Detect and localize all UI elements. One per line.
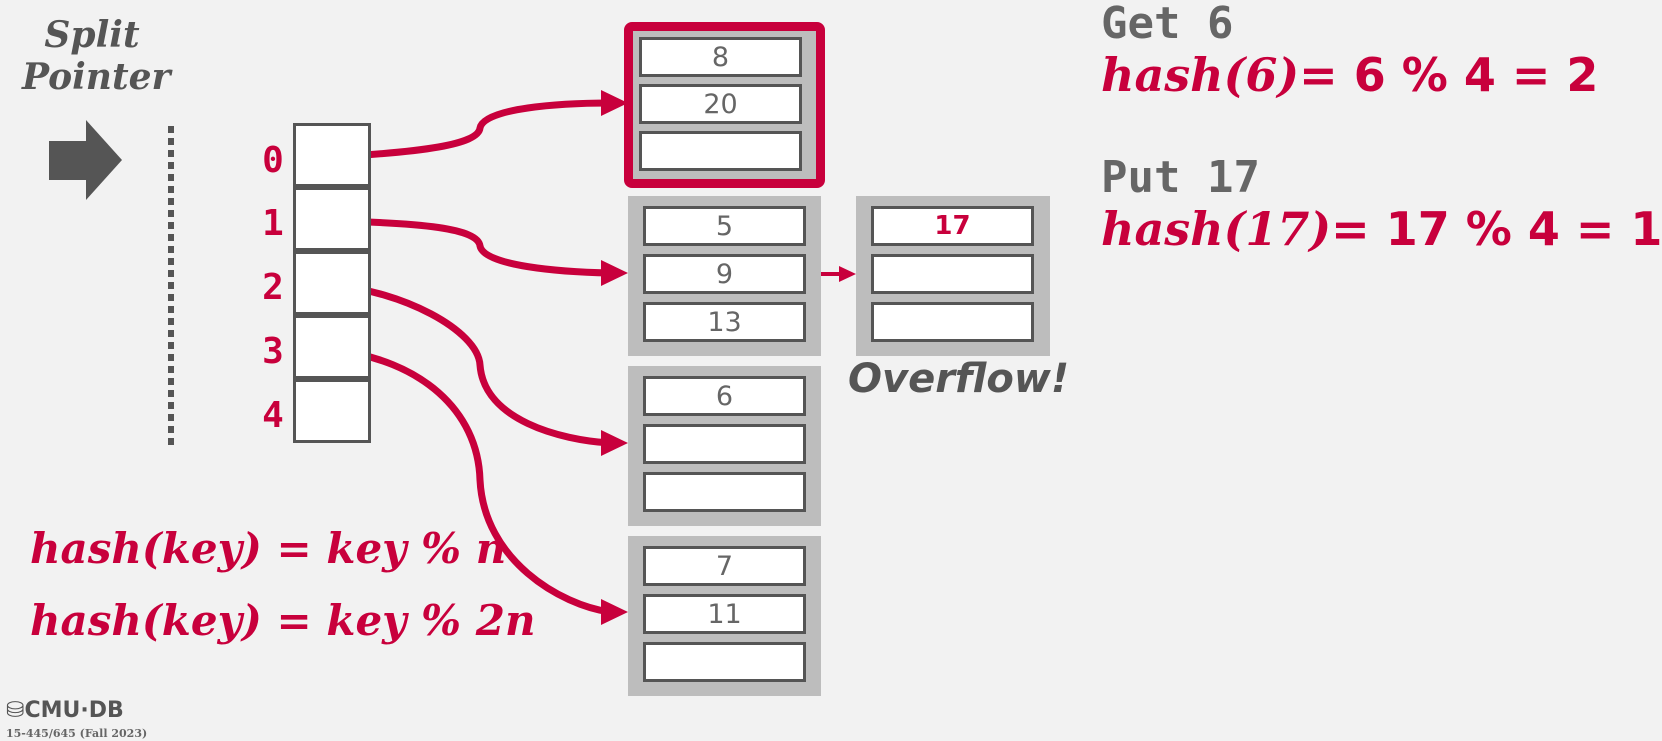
footer-logo-text: CMU·DB bbox=[24, 698, 124, 723]
pointer-1-curve bbox=[333, 217, 611, 277]
pointer-3-arrowhead bbox=[601, 599, 628, 625]
operation-1-title: Put 17 bbox=[1101, 152, 1260, 203]
formula-2n: hash(key) = key % 2n bbox=[30, 596, 536, 645]
directory-index-2: 2 bbox=[262, 267, 284, 308]
pointer-2-arrowhead bbox=[601, 430, 628, 456]
overflow-slot-2 bbox=[871, 302, 1034, 342]
directory-slot-4 bbox=[293, 379, 371, 443]
overflow-label: Overflow! bbox=[848, 356, 1070, 402]
bucket-3: 7 11 bbox=[628, 536, 821, 696]
bucket-1-slot-2: 13 bbox=[643, 302, 806, 342]
bucket-0-slot-0: 8 bbox=[639, 37, 802, 77]
bucket-2-slot-2 bbox=[643, 472, 806, 512]
bucket-2-slot-1 bbox=[643, 424, 806, 464]
overflow-bucket: 17 bbox=[856, 196, 1050, 356]
directory-index-1: 1 bbox=[262, 203, 284, 244]
split-pointer-label: Split Pointer bbox=[22, 14, 171, 98]
operation-1-hash-expr: = 17 % 4 = 1 bbox=[1331, 202, 1662, 256]
directory-index-0: 0 bbox=[262, 140, 284, 181]
split-pointer-line2: Pointer bbox=[22, 56, 171, 98]
directory-slot-1 bbox=[293, 187, 371, 251]
operation-1-hash-fn: hash(17) bbox=[1101, 202, 1332, 256]
operation-1-hash: hash(17)= 17 % 4 = 1 bbox=[1101, 202, 1662, 256]
directory-index-3: 3 bbox=[262, 331, 284, 372]
pointer-0-curve bbox=[333, 99, 611, 161]
formula-n: hash(key) = key % n bbox=[30, 524, 507, 573]
operation-0-hash: hash(6)= 6 % 4 = 2 bbox=[1101, 48, 1598, 102]
operation-0-hash-fn: hash(6) bbox=[1101, 48, 1300, 102]
pointer-2-curve bbox=[333, 282, 611, 447]
bucket-0-slot-2 bbox=[639, 131, 802, 171]
directory-slot-0 bbox=[293, 123, 371, 187]
split-pointer-arrow-icon bbox=[49, 120, 122, 200]
overflow-slot-1 bbox=[871, 254, 1034, 294]
pointer-1-arrowhead bbox=[601, 260, 628, 286]
bucket-3-slot-1: 11 bbox=[643, 594, 806, 634]
footer-course: 15-445/645 (Fall 2023) bbox=[6, 727, 148, 740]
bucket-0: 8 20 bbox=[624, 22, 825, 188]
overflow-link-arrowhead bbox=[839, 266, 856, 282]
operation-0-title: Get 6 bbox=[1101, 0, 1234, 49]
bucket-1-slot-0: 5 bbox=[643, 206, 806, 246]
pointer-0-arrowhead bbox=[601, 90, 628, 116]
bucket-0-slot-1: 20 bbox=[639, 84, 802, 124]
bucket-2: 6 bbox=[628, 366, 821, 526]
overflow-slot-0: 17 bbox=[871, 206, 1034, 246]
cmu-db-logo: ⛁CMU·DB bbox=[6, 698, 124, 723]
bucket-2-slot-0: 6 bbox=[643, 376, 806, 416]
directory-slot-3 bbox=[293, 315, 371, 379]
directory-slot-2 bbox=[293, 251, 371, 315]
directory-index-4: 4 bbox=[262, 395, 284, 436]
split-pointer-line1: Split bbox=[44, 14, 140, 56]
bucket-3-slot-2 bbox=[643, 642, 806, 682]
bucket-1-slot-1: 9 bbox=[643, 254, 806, 294]
pointer-3-curve bbox=[333, 346, 611, 616]
bucket-1: 5 9 13 bbox=[628, 196, 821, 356]
operation-0-hash-expr: = 6 % 4 = 2 bbox=[1299, 48, 1599, 102]
database-icon: ⛁ bbox=[6, 698, 25, 723]
bucket-3-slot-0: 7 bbox=[643, 546, 806, 586]
